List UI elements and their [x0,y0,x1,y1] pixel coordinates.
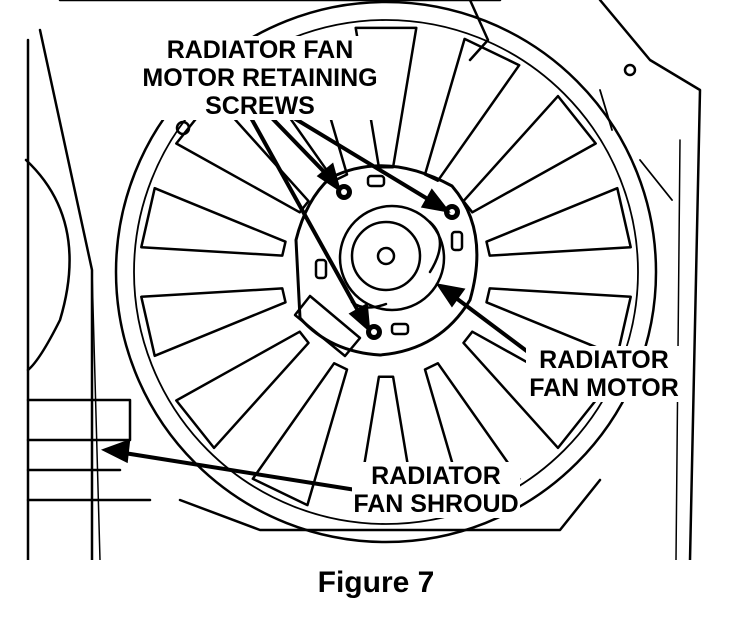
label-line: FAN SHROUD [353,490,519,518]
leader-arrows [100,110,538,492]
label-motor-retaining-screws: RADIATOR FAN MOTOR RETAINING SCREWS [140,36,380,120]
fan-ring [114,0,658,544]
fan-blade [251,362,349,507]
fan-blade [140,186,287,257]
label-line: SCREWS [205,92,315,120]
label-line: FAN MOTOR [529,374,679,402]
label-line: RADIATOR [371,462,501,490]
figure-caption: Figure 7 [317,566,435,599]
fan-blade [140,287,287,358]
label-line: MOTOR RETAINING [142,64,378,92]
label-fan-shroud: RADIATOR FAN SHROUD [352,462,520,518]
fan-blade [462,94,597,214]
label-line: RADIATOR [539,346,669,374]
fan-blade [423,37,521,182]
label-fan-motor: RADIATOR FAN MOTOR [526,346,682,402]
label-line: RADIATOR FAN [166,36,354,64]
fan-blade [485,186,632,257]
fan-blade [175,330,310,450]
fan-motor [293,164,479,358]
